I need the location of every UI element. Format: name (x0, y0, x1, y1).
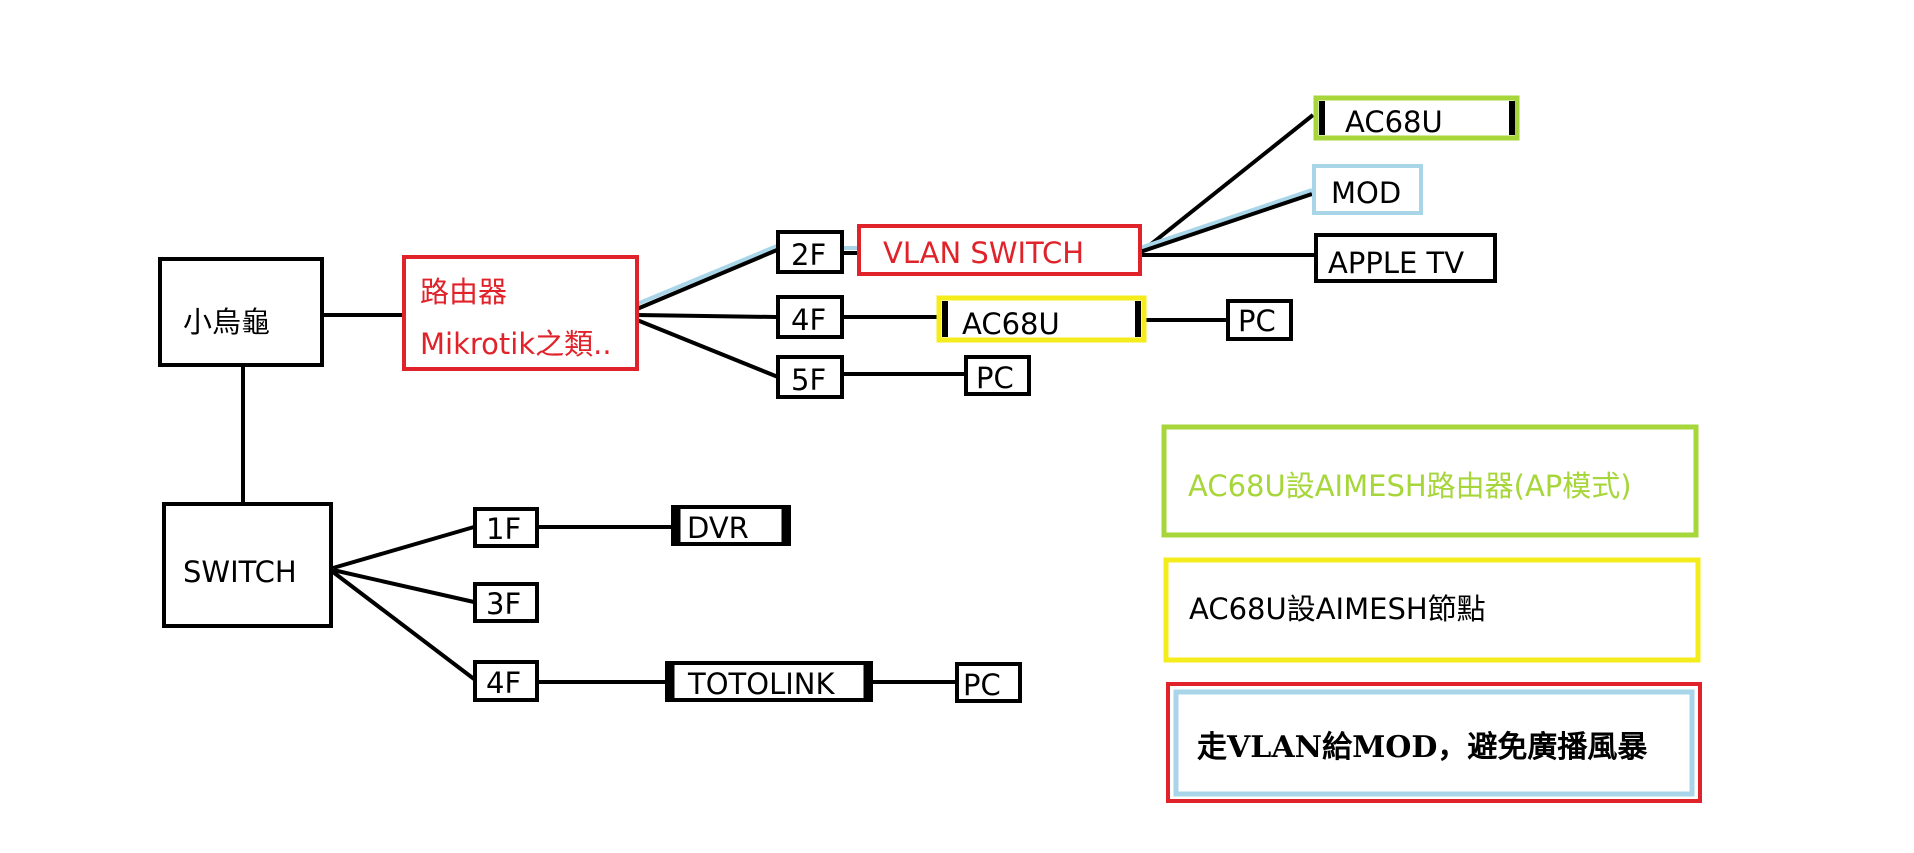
legend-green: AC68U設AIMESH路由器(AP模式) (1161, 424, 1699, 538)
node-router-label-line1: 路由器 (420, 275, 507, 309)
node-dvr-label: DVR (687, 511, 749, 545)
node-pc-totolink-label: PC (963, 668, 1001, 702)
legend-red-blue: 走VLAN給MOD，避免廣播風暴 (1166, 682, 1702, 803)
edge-switch-4f (331, 570, 476, 681)
edge-vlan-mod-blue (1139, 188, 1313, 250)
node-floor-1f-label: 1F (486, 512, 521, 546)
node-mod-label: MOD (1331, 176, 1401, 210)
edge-router-2f-blue (636, 244, 778, 306)
node-floor-4f-top-label: 4F (791, 303, 826, 337)
node-mod: MOD (1312, 164, 1423, 215)
node-floor-2f: 2F (776, 230, 844, 274)
node-turtle: 小烏龜 (158, 257, 324, 367)
node-vlan-switch: VLAN SWITCH (857, 224, 1142, 276)
node-floor-3f-label: 3F (486, 587, 521, 621)
node-pc-4f: PC (1226, 299, 1293, 341)
legend-red-blue-text: 走VLAN給MOD，避免廣播風暴 (1197, 730, 1648, 765)
node-pc-5f-label: PC (976, 361, 1014, 395)
node-apple-tv: APPLE TV (1314, 233, 1497, 283)
edge-router-2f (636, 248, 778, 311)
node-turtle-label: 小烏龜 (183, 305, 270, 339)
node-floor-4f-bottom-label: 4F (486, 666, 521, 700)
edge-router-5f (636, 318, 779, 379)
legend-yellow-text: AC68U設AIMESH節點 (1189, 592, 1486, 626)
legend: AC68U設AIMESH路由器(AP模式) AC68U設AIMESH節點 走VL… (1161, 424, 1702, 803)
node-ac68u-top: AC68U (1313, 95, 1520, 141)
connection-lines (241, 113, 1316, 684)
node-router-label-line2: Mikrotik之類.. (420, 327, 612, 361)
legend-yellow: AC68U設AIMESH節點 (1163, 557, 1701, 663)
node-floor-5f-label: 5F (791, 363, 826, 397)
node-totolink-label: TOTOLINK (687, 667, 835, 701)
node-switch: SWITCH (162, 502, 333, 628)
node-vlan-switch-label: VLAN SWITCH (883, 236, 1084, 270)
node-totolink: TOTOLINK (665, 661, 873, 702)
legend-green-text: AC68U設AIMESH路由器(AP模式) (1188, 469, 1632, 503)
node-ac68u-mid: AC68U (936, 295, 1147, 343)
node-apple-tv-label: APPLE TV (1328, 246, 1464, 280)
node-router: 路由器 Mikrotik之類.. (402, 255, 639, 371)
node-floor-4f-bottom: 4F (473, 660, 539, 702)
edge-switch-1f (332, 525, 475, 570)
node-pc-4f-label: PC (1238, 304, 1276, 338)
node-pc-totolink: PC (955, 662, 1022, 703)
node-floor-4f-top: 4F (776, 295, 844, 339)
node-floor-5f: 5F (776, 355, 844, 399)
node-ac68u-mid-label: AC68U (962, 307, 1060, 341)
node-dvr: DVR (671, 505, 791, 546)
node-floor-2f-label: 2F (791, 238, 826, 272)
node-floor-1f: 1F (473, 507, 539, 548)
edge-vlan-ac68u (1138, 113, 1315, 255)
node-switch-label: SWITCH (183, 555, 297, 589)
node-pc-5f: PC (964, 355, 1031, 396)
edge-router-4f (636, 313, 777, 319)
node-ac68u-top-label: AC68U (1345, 105, 1443, 139)
edge-vlan-mod (1139, 192, 1313, 254)
node-floor-3f: 3F (473, 582, 539, 623)
edge-switch-3f (332, 568, 475, 604)
